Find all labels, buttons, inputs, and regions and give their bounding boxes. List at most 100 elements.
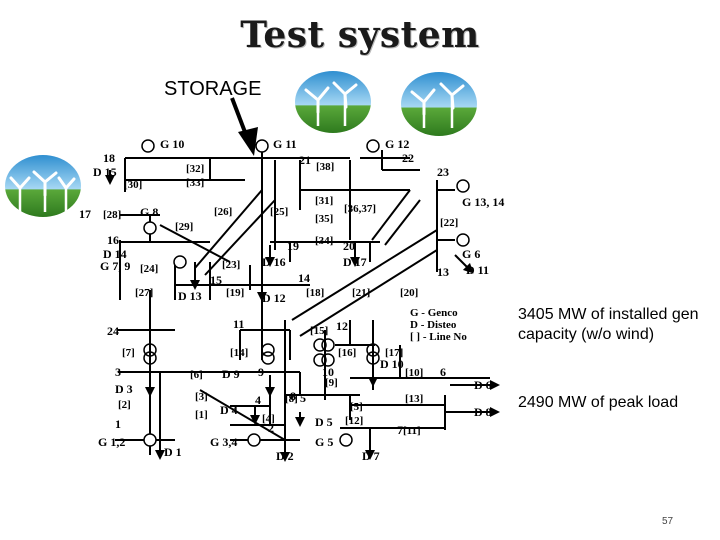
- gen-label: G 5: [315, 435, 333, 449]
- load-label: D 13: [178, 289, 202, 303]
- page-number: 57: [662, 516, 674, 527]
- load-label: D 5: [315, 415, 333, 429]
- bus-label: 20: [343, 239, 355, 253]
- bus-label: 3: [115, 365, 121, 379]
- bus-label: 19: [287, 239, 299, 253]
- storage-arrow: [230, 97, 258, 156]
- bus-label: 13: [437, 265, 449, 279]
- line-label: [31]: [315, 195, 333, 207]
- load-labels: D 15 D 1 4 D 16 D 17 D 11 D 13 D 12 D 9 D…: [93, 165, 492, 463]
- installed-capacity-note: 3405 MW of installed gen capacity (w/o w…: [518, 306, 699, 343]
- bus-label: 14: [298, 271, 310, 285]
- transformer-symbols: [143, 338, 380, 367]
- bus-label: 15: [210, 273, 222, 287]
- diagram-legend: G - Genco D - Disteo [ ] - Line No: [410, 307, 467, 343]
- bus-label: 11: [233, 317, 244, 331]
- line-number-labels: [30] [32] [33] [38] [28] [29] [26] [25] …: [103, 161, 458, 437]
- gen-label: G 1,2: [98, 435, 125, 449]
- line-label: [36,37]: [344, 203, 376, 215]
- gen-label: G 7, 9: [100, 259, 130, 273]
- bus-label: 1: [115, 417, 121, 431]
- wind-farm-icon: [295, 71, 371, 133]
- gen-label: G 3,4: [210, 435, 237, 449]
- line-label: [7]: [122, 347, 135, 359]
- bus-label: 10: [322, 365, 334, 379]
- gen-label: G 13, 14: [462, 195, 504, 209]
- line-label: [10]: [405, 367, 423, 379]
- line-label: [27]: [135, 287, 153, 299]
- load-label: D 2: [276, 449, 294, 463]
- line-label: [25]: [270, 206, 288, 218]
- bus-label: 23: [437, 165, 449, 179]
- load-arrows: [105, 170, 500, 462]
- line-label: [19]: [226, 287, 244, 299]
- bus-label: 2: [268, 421, 274, 435]
- line-label: [8]: [285, 393, 298, 405]
- bus-label: 22: [402, 151, 414, 165]
- wind-farm-icon: [401, 72, 477, 136]
- line-label: [5]: [350, 401, 363, 413]
- gen-label: G 11: [273, 137, 297, 151]
- line-label: [34]: [315, 235, 333, 247]
- load-label: D 1: [164, 445, 182, 459]
- legend-disteo: D - Disteo: [410, 319, 457, 331]
- line-label: [11]: [403, 425, 421, 437]
- gen-label: G 6: [462, 247, 480, 261]
- load-label: D 10: [380, 357, 404, 371]
- line-label: [2]: [118, 399, 131, 411]
- load-label: D 16: [262, 255, 286, 269]
- line-label: [15]: [310, 325, 328, 337]
- line-label: [33]: [186, 177, 204, 189]
- bus-label: 21: [299, 153, 311, 167]
- line-label: [3]: [195, 391, 208, 403]
- load-label: D 8: [474, 405, 492, 419]
- bus-label: 5: [300, 391, 306, 405]
- gen-label: G 10: [160, 137, 184, 151]
- network-lines: [115, 145, 490, 455]
- legend-line-no: [ ] - Line No: [410, 331, 467, 343]
- line-label: [26]: [214, 206, 232, 218]
- line-label: [32]: [186, 163, 204, 175]
- slide-title: Test system: [240, 14, 480, 56]
- wind-farm-icon: [5, 155, 81, 217]
- generator-labels: G 10 G 11 G 12 G 8 G 13, 14 G 6 G 7, 9 G…: [98, 137, 504, 449]
- load-label: D 9: [222, 367, 240, 381]
- load-label: D 7: [362, 449, 380, 463]
- peak-load-note: 2490 MW of peak load: [518, 394, 679, 411]
- bus-label: 6: [440, 365, 446, 379]
- line-label: [12]: [345, 415, 363, 427]
- load-label: D 4: [220, 403, 238, 417]
- bus-label: 16: [107, 233, 119, 247]
- bus-label: 12: [336, 319, 348, 333]
- line-label: [9]: [325, 377, 338, 389]
- gen-label: G 8: [140, 205, 158, 219]
- load-label: D 17: [343, 255, 367, 269]
- bus-label: 8: [290, 389, 296, 403]
- line-label: [17]: [385, 347, 403, 359]
- line-label: [35]: [315, 213, 333, 225]
- bus-label: 18: [103, 151, 115, 165]
- load-label: D 6: [474, 378, 492, 392]
- bus-label: 17: [79, 207, 91, 221]
- line-label: [20]: [400, 287, 418, 299]
- load-label: D 11: [466, 263, 489, 277]
- line-label: [29]: [175, 221, 193, 233]
- load-label: D 12: [262, 291, 286, 305]
- gen-label: G 12: [385, 137, 409, 151]
- line-label: [6]: [190, 369, 203, 381]
- line-label: [24]: [140, 263, 158, 275]
- line-label: [14]: [230, 347, 248, 359]
- bus-label: 4: [255, 393, 261, 407]
- bus-labels: 18 21 22 23 17 16 19 20 13 15 14 11 24 1…: [79, 151, 449, 437]
- bus-label: 9: [258, 365, 264, 379]
- line-label: [21]: [352, 287, 370, 299]
- bus-label: 24: [107, 324, 119, 338]
- line-label: [22]: [440, 217, 458, 229]
- line-label: [38]: [316, 161, 334, 173]
- line-label: [30]: [124, 179, 142, 191]
- bus-label: 7: [397, 423, 403, 437]
- line-label: [13]: [405, 393, 423, 405]
- storage-label: STORAGE: [164, 78, 262, 100]
- load-label: D 15: [93, 165, 117, 179]
